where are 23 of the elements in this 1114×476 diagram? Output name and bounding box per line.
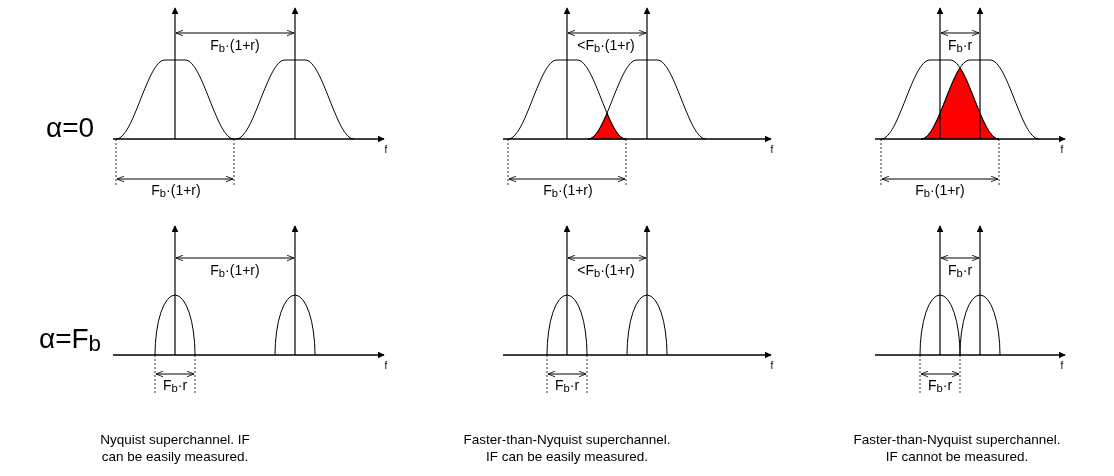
dimension-label: F$_{b}$·(1+r) [210,38,260,54]
dimension-label: F$_{b}$·(1+r) [151,183,201,199]
dimension-label: F$_{b}$·(1+r) [210,263,260,279]
dimension-label: F$_{b}$·r [162,378,188,394]
dimension-label: F$_{b}$·r [947,263,973,279]
axis-label: f [384,359,388,371]
caption: Nyquist superchannel. IF can be easily measured. [99,432,251,466]
dimension-label: <F$_{b}$·(1+r) [577,38,635,54]
dimension-label: F$_{b}$·r [554,378,580,394]
dimension-label: <F$_{b}$·(1+r) [577,263,635,279]
dimension-label: F$_{b}$·r [927,378,953,394]
axis-label: f [384,143,388,155]
axis-label: f [770,359,774,371]
row-label: α=0 [45,112,95,144]
row-label: α=F$_{b}$ [38,323,102,357]
dimension-label: F$_{b}$·(1+r) [915,183,965,199]
dimension-label: F$_{b}$·r [947,38,973,54]
dimension-label: F$_{b}$·(1+r) [543,183,593,199]
axis-label: f [770,143,774,155]
axis-label: f [1060,143,1064,155]
caption: Faster-than-Nyquist superchannel. IF can be easily measured. [462,432,672,466]
caption: Faster-than-Nyquist superchannel. IF cannot be measured. [852,432,1062,466]
axis-label: f [1060,359,1064,371]
